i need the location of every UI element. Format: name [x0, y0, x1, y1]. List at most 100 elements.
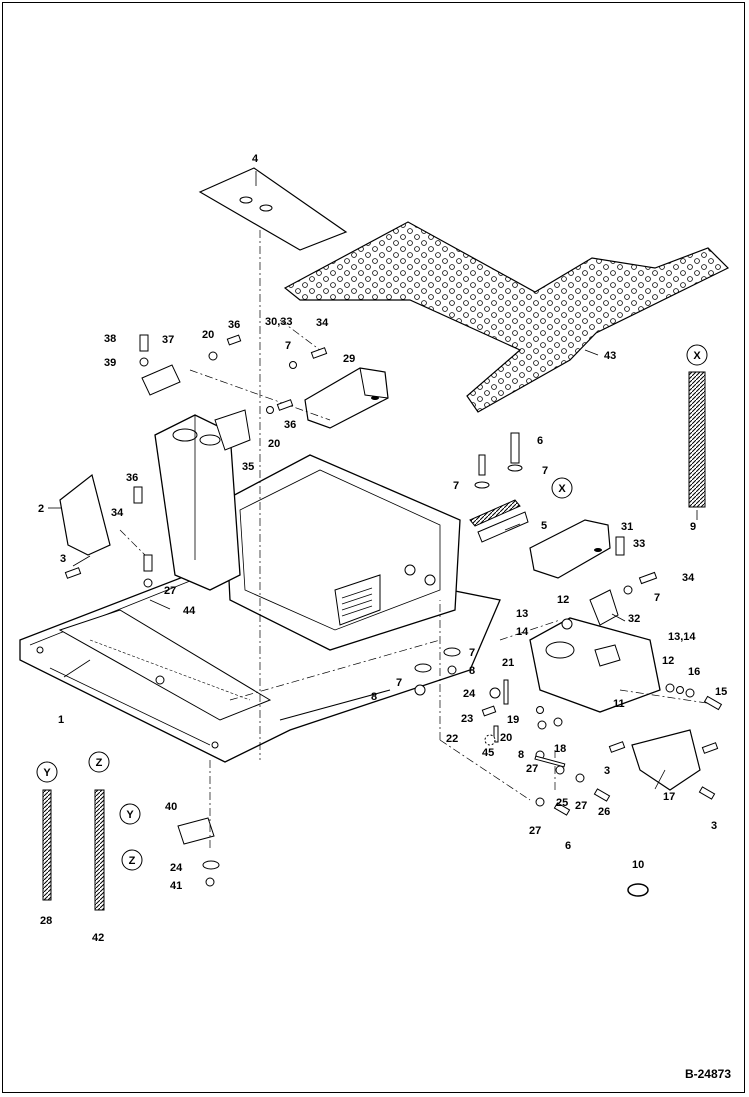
callout-31: 31 [621, 521, 633, 533]
svg-text:Y: Y [43, 767, 51, 779]
svg-text:Z: Z [129, 855, 136, 867]
reference-marker-y: Y [36, 761, 58, 783]
svg-text:Z: Z [96, 757, 103, 769]
shield-17 [631, 729, 701, 791]
callout-17: 17 [663, 791, 675, 803]
callout-8: 8 [371, 691, 377, 703]
callout-27: 27 [529, 825, 541, 837]
callout-28: 28 [40, 915, 52, 927]
pedal-housing-11 [529, 617, 661, 713]
svg-text:Y: Y [126, 809, 134, 821]
callout-3: 3 [60, 553, 66, 565]
callout-4: 4 [252, 153, 259, 165]
callout-37: 37 [162, 334, 174, 346]
callout-32: 32 [628, 613, 640, 625]
slide-rail-5 [469, 499, 529, 543]
callout-14: 14 [516, 626, 529, 638]
floor-mat-perforated [283, 221, 730, 413]
callout-34: 34 [316, 317, 329, 329]
callout-13: 13 [516, 608, 528, 620]
callout-24: 24 [463, 688, 476, 700]
control-tower [154, 409, 251, 591]
callout-18: 18 [554, 743, 566, 755]
bracket-40 [177, 817, 215, 845]
callout-10: 10 [632, 859, 644, 871]
reference-marker-x: X [551, 477, 573, 499]
callout-22: 22 [446, 733, 458, 745]
callout-16: 16 [688, 666, 700, 678]
callout-43: 43 [604, 350, 616, 362]
callout-24: 24 [170, 862, 183, 874]
callout-12: 12 [662, 655, 674, 667]
callout-35: 35 [242, 461, 254, 473]
callout-9: 9 [690, 521, 696, 533]
document-number: B-24873 [684, 1067, 731, 1081]
callout-38: 38 [104, 333, 116, 345]
callout-3: 3 [711, 820, 717, 832]
callout-1: 1 [58, 714, 64, 726]
fasteners [64, 334, 723, 887]
callout-36: 36 [126, 472, 138, 484]
callout-33: 33 [633, 538, 645, 550]
callout-36: 36 [284, 419, 296, 431]
hose-clamp-10 [627, 883, 649, 897]
seat-base-box [224, 454, 461, 651]
side-guard-2 [59, 473, 111, 556]
reference-marker-x: X [686, 344, 708, 366]
callout-27: 27 [575, 800, 587, 812]
reference-marker-y: Y [119, 803, 141, 825]
callout-12: 12 [557, 594, 569, 606]
callout-20: 20 [500, 732, 512, 744]
callout-20: 20 [268, 438, 280, 450]
callout-27: 27 [164, 585, 176, 597]
callout-2: 2 [38, 503, 44, 515]
callout-7: 7 [453, 480, 459, 492]
callout-13-14: 13,14 [668, 631, 696, 643]
svg-text:X: X [693, 350, 701, 362]
threaded-rod-28 [42, 789, 52, 901]
reference-marker-z: Z [88, 751, 110, 773]
threaded-rod-9 [688, 371, 706, 508]
bracket-37 [141, 364, 181, 396]
console-cover-31 [529, 519, 611, 579]
callout-36: 36 [228, 319, 240, 331]
callout-7: 7 [542, 465, 548, 477]
console-cover-29 [304, 367, 389, 429]
callout-7: 7 [285, 340, 291, 352]
callout-21: 21 [502, 657, 514, 669]
threaded-rod-42 [94, 789, 105, 911]
callout-25: 25 [556, 797, 568, 809]
callout-44: 44 [183, 605, 196, 617]
bracket-32 [589, 589, 619, 626]
callout-39: 39 [104, 357, 116, 369]
callout-8: 8 [469, 665, 475, 677]
callout-42: 42 [92, 932, 104, 944]
leader-lines [48, 171, 698, 790]
callout-23: 23 [461, 713, 473, 725]
callout-5: 5 [541, 520, 547, 532]
floor-plate [198, 167, 348, 251]
callout-27: 27 [526, 763, 538, 775]
callout-3: 3 [604, 765, 610, 777]
callout-19: 19 [507, 714, 519, 726]
callout-7: 7 [654, 592, 660, 604]
callout-7: 7 [396, 677, 402, 689]
callout-7: 7 [469, 647, 475, 659]
callout-34: 34 [682, 572, 695, 584]
reference-marker-z: Z [121, 849, 143, 871]
callout-20: 20 [202, 329, 214, 341]
assembly-centerlines [119, 230, 721, 850]
callout-40: 40 [165, 801, 177, 813]
callout-41: 41 [170, 880, 182, 892]
callout-30-33: 30,33 [265, 316, 293, 328]
callout-11: 11 [613, 698, 625, 710]
callout-6: 6 [565, 840, 571, 852]
callout-26: 26 [598, 806, 610, 818]
callout-34: 34 [111, 507, 124, 519]
callout-8: 8 [518, 749, 524, 761]
callout-6: 6 [537, 435, 543, 447]
callout-45: 45 [482, 747, 494, 759]
